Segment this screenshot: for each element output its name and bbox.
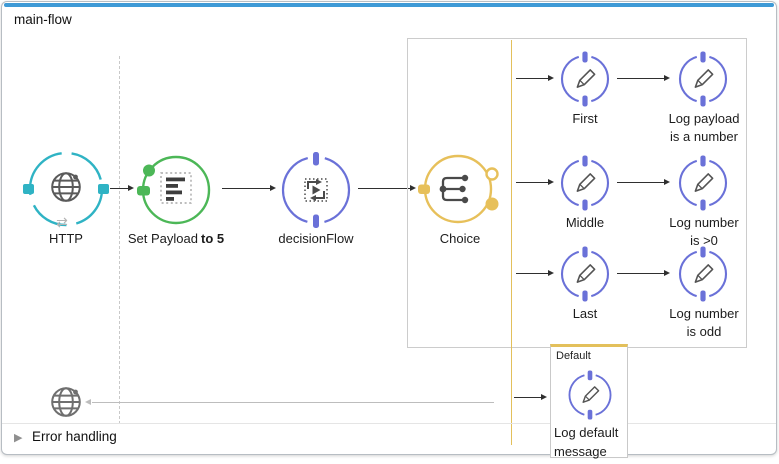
return-connector — [85, 398, 494, 405]
choice-node-label: Choice — [439, 231, 481, 246]
logger-number-odd-node[interactable] — [675, 246, 731, 302]
collapse-triangle-icon[interactable]: ▶ — [14, 432, 23, 444]
logger-last-label: Last — [572, 306, 598, 321]
flow-reference-icon — [304, 178, 328, 202]
logger-number-odd-label: Log number is odd — [669, 306, 739, 339]
logger-payload-number-node[interactable] — [675, 51, 731, 107]
pencil-icon — [560, 155, 610, 211]
connector-arrow — [617, 178, 670, 185]
choice-router-node[interactable] — [418, 151, 502, 227]
globe-icon — [51, 172, 81, 202]
source-return-node[interactable] — [49, 385, 83, 419]
http-listener-node[interactable]: ⇄ — [23, 146, 109, 232]
flow-selection-bar — [4, 3, 774, 7]
connector-arrow — [617, 74, 670, 81]
flow-ref-ring — [281, 152, 351, 228]
http-node-label: HTTP — [49, 231, 83, 246]
globe-icon — [51, 387, 81, 417]
decision-flow-node[interactable] — [278, 152, 354, 228]
connector-arrow — [516, 178, 554, 185]
connector-arrow — [358, 184, 416, 191]
set-payload-node[interactable] — [137, 151, 215, 229]
logger-payload-number-label: Log payload is a number — [668, 111, 740, 144]
choice-default-box: Default Log default message — [550, 344, 628, 459]
logger-number-gt0-node[interactable] — [675, 155, 731, 211]
decision-flow-node-label: decisionFlow — [278, 231, 354, 246]
error-handling-divider — [2, 423, 776, 424]
exchange-arrows-icon: ⇄ — [56, 214, 68, 230]
http-connector-ring — [23, 151, 109, 227]
pencil-icon — [560, 51, 610, 107]
connector-arrow — [516, 269, 554, 276]
logger-middle-label: Middle — [565, 215, 605, 230]
choice-branch-line — [511, 40, 512, 445]
choice-router-icon — [439, 174, 469, 204]
logger-first-label: First — [572, 111, 598, 126]
logger-middle-node[interactable] — [557, 155, 613, 211]
connector-arrow — [110, 184, 134, 191]
logger-last-node[interactable] — [557, 246, 613, 302]
connector-arrow — [514, 393, 547, 400]
set-payload-list-icon — [160, 172, 192, 204]
flow-title[interactable]: main-flow — [14, 12, 72, 27]
logger-default-label: Log default message — [554, 425, 619, 459]
pencil-icon — [560, 246, 610, 302]
pencil-icon — [678, 246, 728, 302]
error-handling-label[interactable]: Error handling — [32, 429, 117, 444]
logger-number-gt0-label: Log number is >0 — [669, 215, 739, 248]
connector-arrow — [617, 269, 670, 276]
logger-default-node[interactable] — [565, 370, 615, 420]
pencil-icon — [678, 51, 728, 107]
pencil-icon — [568, 370, 612, 420]
pencil-icon — [678, 155, 728, 211]
logger-first-node[interactable] — [557, 51, 613, 107]
choice-ring — [418, 154, 499, 224]
source-process-divider — [119, 56, 120, 424]
default-branch-label: Default — [556, 350, 591, 362]
connector-arrow — [222, 184, 276, 191]
set-payload-ring — [137, 155, 211, 225]
connector-arrow — [516, 74, 554, 81]
